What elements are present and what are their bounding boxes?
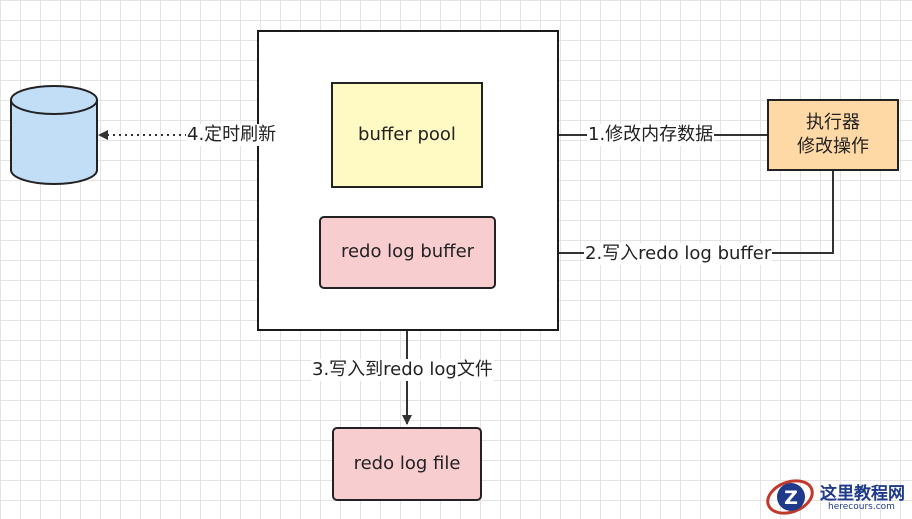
site-watermark: Z 这里教程网 herecours.com <box>764 475 912 519</box>
database-disk-icon <box>10 85 98 185</box>
executor-node: 执行器 修改操作 <box>767 99 899 171</box>
buffer-pool-label: buffer pool <box>358 123 456 145</box>
redo-log-file-label: redo log file <box>353 452 461 474</box>
edge-label-write-redo-buffer: 2.写入redo log buffer <box>584 243 773 265</box>
redo-log-buffer-label: redo log buffer <box>340 241 475 263</box>
edge-label-modify-memory: 1.修改内存数据 <box>587 124 715 146</box>
executor-label-line1: 执行器 <box>806 111 860 133</box>
edge-label-periodic-flush: 4.定时刷新 <box>186 124 278 146</box>
redo-log-file-node: redo log file <box>332 427 482 501</box>
redo-log-buffer-node: redo log buffer <box>319 216 496 289</box>
svg-text:Z: Z <box>784 487 798 509</box>
watermark-title: 这里教程网 <box>820 484 905 504</box>
watermark-logo-icon: Z <box>766 479 814 515</box>
buffer-pool-node: buffer pool <box>331 82 483 188</box>
executor-label-line2: 修改操作 <box>797 136 869 157</box>
edge-label-write-redo-file: 3.写入到redo log文件 <box>311 359 494 381</box>
watermark-url: herecours.com <box>828 502 895 512</box>
